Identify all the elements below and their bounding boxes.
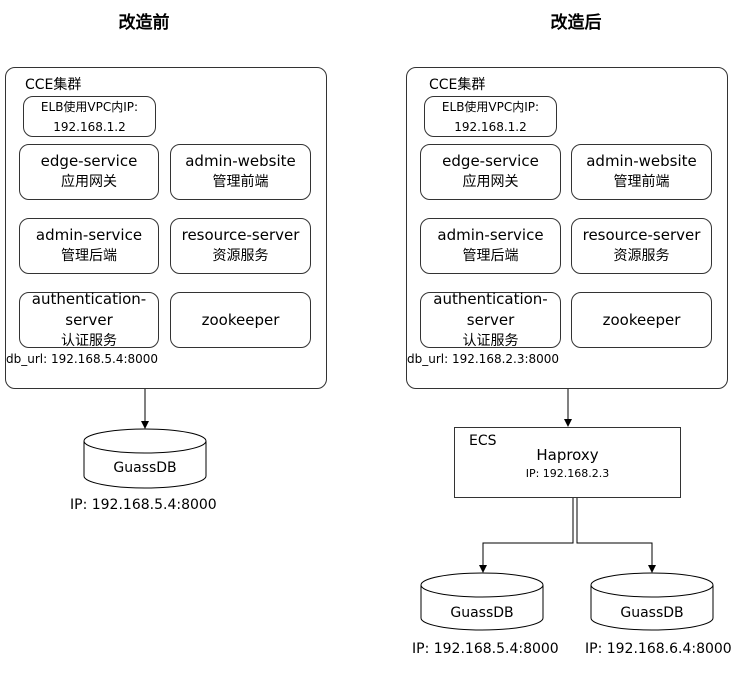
service-authentication-server: authentication-server 认证服务 <box>19 289 159 349</box>
db-name-before: GuassDB <box>113 460 177 476</box>
service-name: authentication-server <box>31 289 147 329</box>
elb-line-1: ELB使用VPC内IP: <box>441 99 540 114</box>
service-desc: 管理前端 <box>212 174 269 190</box>
service-desc: 应用网关 <box>462 174 519 190</box>
ecs-label: ECS <box>469 433 497 449</box>
service-desc: 资源服务 <box>613 248 670 264</box>
service-desc: 认证服务 <box>61 332 117 349</box>
title-before: 改造前 <box>118 13 170 33</box>
service-desc: 认证服务 <box>462 332 519 349</box>
service-name: zookeeper <box>201 310 280 329</box>
service-desc: 管理后端 <box>61 248 117 264</box>
db-name-after-1: GuassDB <box>450 605 514 621</box>
elb-box-after: ELB使用VPC内IP: 192.168.1.2 <box>424 96 557 137</box>
arrow-ecs-db1 <box>479 498 574 573</box>
service-name: admin-website <box>586 152 697 170</box>
title-after: 改造后 <box>550 13 602 33</box>
service-name: resource-server <box>582 226 701 244</box>
service-desc: 管理后端 <box>462 248 519 264</box>
elb-line-2: 192.168.1.2 <box>53 119 126 134</box>
db-ip-after-1: IP: 192.168.5.4:8000 <box>412 641 559 657</box>
service-desc: 管理前端 <box>613 174 670 190</box>
db-cylinder-before <box>83 428 207 489</box>
service-admin-service: admin-service 管理后端 <box>19 218 159 274</box>
db-url-after: db_url: 192.168.2.3:8000 <box>407 352 560 366</box>
haproxy-ip: IP: 192.168.2.3 <box>525 467 610 480</box>
service-name: edge-service <box>40 152 138 170</box>
cluster-label-before: CCE集群 <box>25 77 82 93</box>
db-name-after-2: GuassDB <box>620 605 684 621</box>
service-desc: 应用网关 <box>61 174 117 190</box>
elb-line-2: 192.168.1.2 <box>454 119 527 134</box>
db-cylinder-after-1 <box>420 572 544 631</box>
service-name: admin-service <box>35 226 143 244</box>
elb-box-before: ELB使用VPC内IP: 192.168.1.2 <box>23 96 156 137</box>
service-edge-service: edge-service 应用网关 <box>19 144 159 200</box>
haproxy-name: Haproxy <box>536 446 599 464</box>
service-zookeeper: zookeeper <box>571 292 712 348</box>
service-name: authentication-server <box>433 289 548 329</box>
service-admin-website: admin-website 管理前端 <box>170 144 311 200</box>
db-cylinder-after-2 <box>590 572 714 631</box>
db-ip-before: IP: 192.168.5.4:8000 <box>70 497 217 513</box>
ecs-box <box>454 427 681 498</box>
service-resource-server: resource-server 资源服务 <box>571 218 712 274</box>
arrow-ecs-db2 <box>576 498 656 573</box>
service-edge-service: edge-service 应用网关 <box>420 144 561 200</box>
cluster-label-after: CCE集群 <box>429 77 486 93</box>
service-name: resource-server <box>181 226 300 244</box>
service-admin-website: admin-website 管理前端 <box>571 144 712 200</box>
service-name: zookeeper <box>602 310 681 329</box>
elb-line-1: ELB使用VPC内IP: <box>40 99 139 114</box>
service-admin-service: admin-service 管理后端 <box>420 218 561 274</box>
db-url-before: db_url: 192.168.5.4:8000 <box>6 352 159 366</box>
service-name: admin-website <box>185 152 296 170</box>
service-resource-server: resource-server 资源服务 <box>170 218 311 274</box>
service-name: admin-service <box>437 226 544 244</box>
service-authentication-server: authentication-server 认证服务 <box>420 289 561 349</box>
db-ip-after-2: IP: 192.168.6.4:8000 <box>585 641 732 657</box>
service-name: edge-service <box>442 152 539 170</box>
service-zookeeper: zookeeper <box>170 292 311 348</box>
service-desc: 资源服务 <box>212 248 269 264</box>
